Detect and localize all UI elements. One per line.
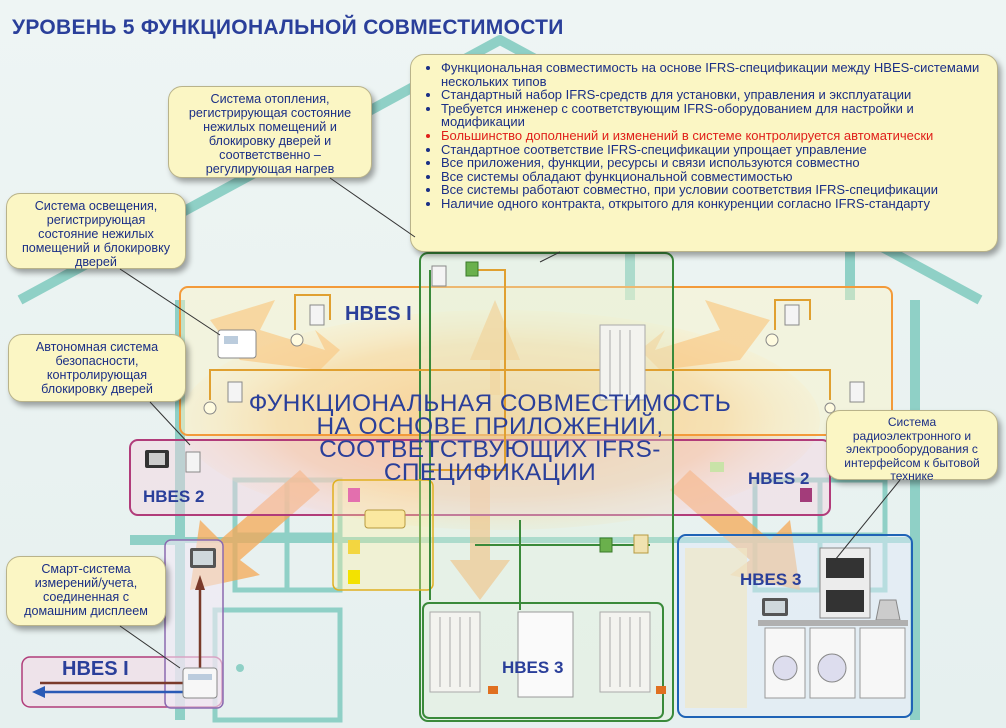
security-callout: Автономная система безопасности, контрол… bbox=[8, 334, 186, 402]
hbes1-label: HBES I bbox=[345, 303, 412, 325]
lighting-callout: Система освещения, регистрирующая состоя… bbox=[6, 193, 186, 269]
feature-item: Стандартное соответствие IFRS-спецификац… bbox=[441, 142, 987, 157]
feature-item: Стандартный набор IFRS-средств для устан… bbox=[441, 88, 987, 102]
feature-item-highlight: Большинство дополнений и изменений в сис… bbox=[441, 129, 987, 143]
boiler-icon bbox=[517, 611, 574, 698]
hbes2-left-label: HBES 2 bbox=[143, 487, 205, 506]
hbes2-right-label: HBES 2 bbox=[748, 469, 810, 488]
hbes3-appliance-label: HBES 3 bbox=[740, 570, 802, 589]
hbes2-frame bbox=[129, 439, 831, 516]
hbes1-yellow-frame bbox=[332, 479, 434, 591]
features-callout: Функциональная совместимость на основе I… bbox=[410, 54, 998, 252]
feature-item: Все приложения, функции, ресурсы и связи… bbox=[441, 156, 987, 170]
heating-callout: Система отопления, регистрирующая состоя… bbox=[168, 86, 372, 178]
meter-icon bbox=[182, 667, 218, 699]
page-title: УРОВЕНЬ 5 ФУНКЦИОНАЛЬНОЙ СОВМЕСТИМОСТИ bbox=[12, 16, 564, 39]
lamp-icon bbox=[203, 333, 836, 415]
hbes3-bottom-label: HBES 3 bbox=[502, 658, 564, 677]
counter bbox=[685, 548, 908, 708]
wiring bbox=[32, 269, 831, 698]
washing-machine-icon bbox=[764, 627, 906, 699]
alarm-panel-icon bbox=[217, 329, 257, 359]
feature-item: Наличие одного контракта, открытого для … bbox=[441, 197, 987, 211]
appliances-callout: Система радиоэлектронного и электрообору… bbox=[826, 410, 998, 483]
floodlight-icon bbox=[145, 450, 169, 468]
feature-item: Функциональная совместимость на основе I… bbox=[441, 61, 987, 88]
features-list: Функциональная совместимость на основе I… bbox=[425, 61, 987, 211]
interoperability-text: ФУНКЦИОНАЛЬНАЯ СОВМЕСТИМОСТЬ НА ОСНОВЕ П… bbox=[248, 390, 732, 486]
feature-item: Требуется инженер с соответствующим IFRS… bbox=[441, 101, 987, 129]
sensor-icon bbox=[185, 265, 865, 473]
radiator-icon bbox=[429, 324, 651, 693]
hbes3-radiator-frame bbox=[422, 602, 664, 719]
hbes-modules bbox=[348, 261, 812, 694]
display-icon bbox=[190, 548, 788, 616]
metering-callout: Смарт-система измерений/учета, соединенн… bbox=[6, 556, 166, 626]
hbes1-meter-label: HBES I bbox=[62, 658, 129, 680]
oven-icon bbox=[819, 547, 871, 619]
feature-item: Все системы обладают функциональной совм… bbox=[441, 170, 987, 184]
kettle-icon bbox=[875, 599, 901, 621]
feature-item: Все системы работают совместно, при усло… bbox=[441, 183, 987, 197]
door bbox=[212, 607, 343, 723]
